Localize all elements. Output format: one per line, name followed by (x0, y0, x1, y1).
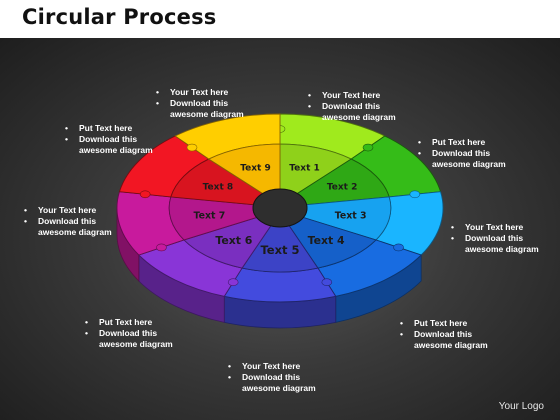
note-text-7: Your Text hereDownload this awesome diag… (24, 205, 112, 238)
center-hole (252, 188, 308, 228)
title-bar: Circular Process (0, 0, 560, 38)
note-text-4: Put Text hereDownload this awesome diagr… (400, 318, 488, 351)
puzzle-knob-9 (186, 143, 198, 152)
segment-label-7: Text 7 (193, 211, 225, 222)
segment-label-1: Text 1 (289, 163, 320, 173)
diagram-side-wall (116, 207, 422, 329)
segment-label-2: Text 2 (327, 182, 358, 192)
note-text-6: Put Text hereDownload this awesome diagr… (85, 317, 173, 350)
puzzle-knob-3 (409, 190, 421, 199)
page-title: Circular Process (22, 5, 217, 29)
note-text-5: Your Text hereDownload this awesome diag… (228, 361, 316, 394)
puzzle-knob-8 (139, 190, 151, 199)
note-text-1: Your Text hereDownload this awesome diag… (308, 90, 396, 123)
puzzle-knob-7 (156, 243, 167, 252)
puzzle-knob-5 (321, 278, 333, 286)
note-text-8: Put Text hereDownload this awesome diagr… (65, 123, 153, 156)
note-text-2: Put Text hereDownload this awesome diagr… (418, 137, 506, 170)
puzzle-knob-2 (362, 143, 374, 152)
segment-label-3: Text 3 (335, 211, 367, 222)
puzzle-knob-4 (393, 243, 404, 252)
outer-ring-segment-5 (223, 267, 337, 303)
segment-label-8: Text 8 (203, 182, 234, 192)
segment-label-4: Text 4 (308, 234, 345, 247)
logo-text: Your Logo (498, 401, 544, 412)
segment-label-6: Text 6 (215, 234, 252, 247)
segment-labels: Text 1 Text 2 Text 3 Text 4 Text 5 Text 6 Text… (193, 163, 366, 257)
note-text-9: Your Text hereDownload this awesome diag… (156, 87, 244, 120)
segment-label-5: Text 5 (260, 243, 299, 257)
puzzle-knob-6 (227, 278, 239, 286)
segment-label-9: Text 9 (240, 163, 271, 173)
note-text-3: Your Text hereDownload this awesome diag… (451, 222, 539, 255)
